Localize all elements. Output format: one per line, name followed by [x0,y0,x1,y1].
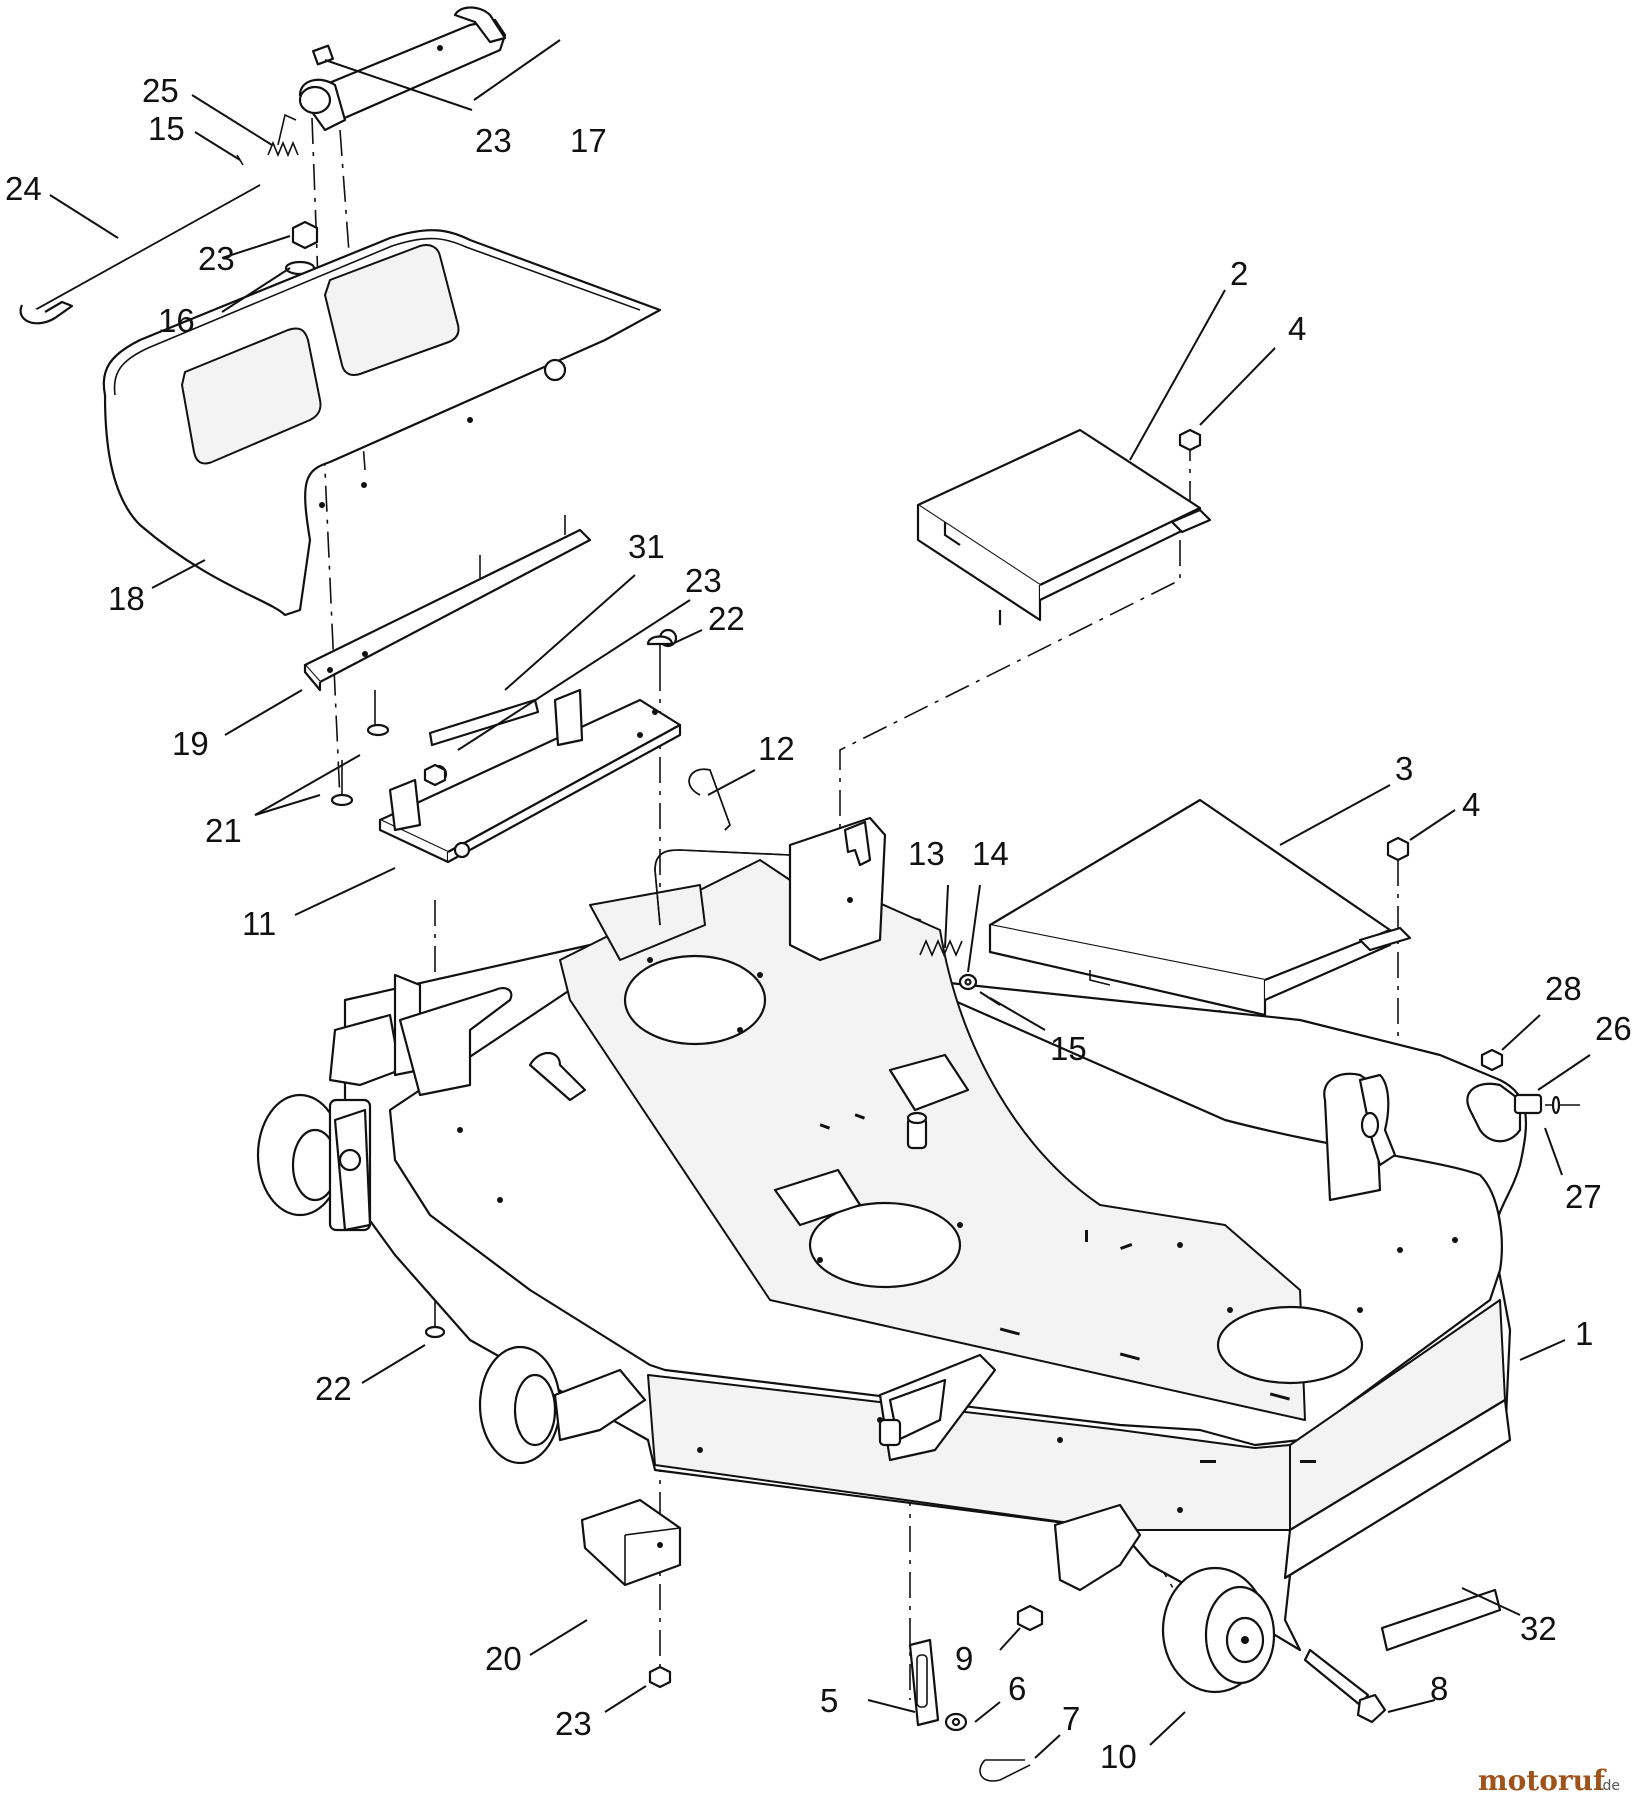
callout-4-lower: 4 [1462,786,1480,823]
callout-3: 3 [1395,750,1413,787]
front-roller-bracket [878,1353,997,1462]
idler-rod-12 [654,768,791,926]
bracket-20 [580,1498,682,1587]
leader-lines [49,39,1591,1759]
nut-washer-16 [284,220,319,276]
mower-deck-1 [343,859,1528,1652]
washer-14 [958,973,978,991]
callout-20: 20 [485,1640,522,1677]
rear-hanger-left [328,973,513,1142]
callout-4-upper: 4 [1288,310,1306,347]
callout-23-bottom: 23 [555,1705,592,1742]
mount-plate-19 [303,515,592,692]
callout-2: 2 [1230,255,1248,292]
watermark-logo: motoruf .de [1478,1764,1620,1797]
spring-13 [919,938,963,958]
belt-cover-18 [102,229,662,617]
lift-arm-17 [298,6,507,132]
callout-21: 21 [205,812,242,849]
callout-18: 18 [108,580,145,617]
callout-labels: 1 2 3 4 4 5 6 7 8 9 10 11 12 13 14 15 15… [5,72,1632,1775]
idler-bracket-11 [378,628,682,864]
callout-22-bottom: 22 [315,1370,352,1407]
belt-shield-3 [988,798,1412,1026]
callout-9: 9 [955,1640,973,1677]
callout-31: 31 [628,528,665,565]
callout-8: 8 [1430,1670,1448,1707]
callout-14: 14 [972,835,1009,872]
callout-15-upper: 15 [148,110,185,147]
carriage-bolt-22-top [646,635,674,665]
callout-27: 27 [1565,1178,1602,1215]
caster-wheel-left [256,1093,372,1232]
callout-5: 5 [820,1682,838,1719]
grease-fitting-26 [1466,1082,1580,1143]
belt-shield-2 [916,428,1212,625]
nut-9 [1016,1604,1044,1632]
bolts-21 [330,690,390,807]
callout-16: 16 [158,302,195,339]
callout-22-top: 22 [708,600,745,637]
callout-28: 28 [1545,970,1582,1007]
label-31 [428,698,540,747]
callout-1: 1 [1575,1315,1593,1352]
callout-23-cover: 23 [198,240,235,277]
height-link-5 [908,1638,940,1727]
washer-6 [944,1712,968,1732]
callout-15-lower: 15 [1050,1030,1087,1067]
callout-12: 12 [758,730,795,767]
callout-6: 6 [1008,1670,1026,1707]
axle-bolt-8 [1303,1648,1387,1724]
watermark-tld: .de [1598,1778,1620,1794]
nut-23-bottom [648,1665,672,1689]
bolts-4 [1178,428,1410,862]
rear-hanger-right [1323,1072,1397,1202]
callout-23-top: 23 [475,122,512,159]
lift-rod-24 [19,154,261,325]
callout-17: 17 [570,122,607,159]
callout-32: 32 [1520,1610,1557,1647]
watermark-brand: motoruf [1478,1764,1607,1797]
hairpin-7 [979,1759,1031,1782]
bolt-22-bottom [424,1300,446,1339]
callout-19: 19 [172,725,209,762]
callout-23-bracket: 23 [685,562,722,599]
nut-23-mid [423,763,447,787]
callout-11: 11 [242,905,276,942]
callout-26: 26 [1595,1010,1632,1047]
pivot-tower [589,816,887,962]
callout-24: 24 [5,170,42,207]
callout-7: 7 [1062,1700,1080,1737]
decal-32 [1380,1588,1502,1652]
caster-wheel-10 [1053,1503,1276,1694]
torsion-spring-25 [267,113,299,158]
bolt-28 [1480,1048,1504,1072]
callout-25: 25 [142,72,179,109]
caster-wheel-front-left [478,1345,647,1465]
callout-10: 10 [1100,1738,1137,1775]
callout-13: 13 [908,835,945,872]
